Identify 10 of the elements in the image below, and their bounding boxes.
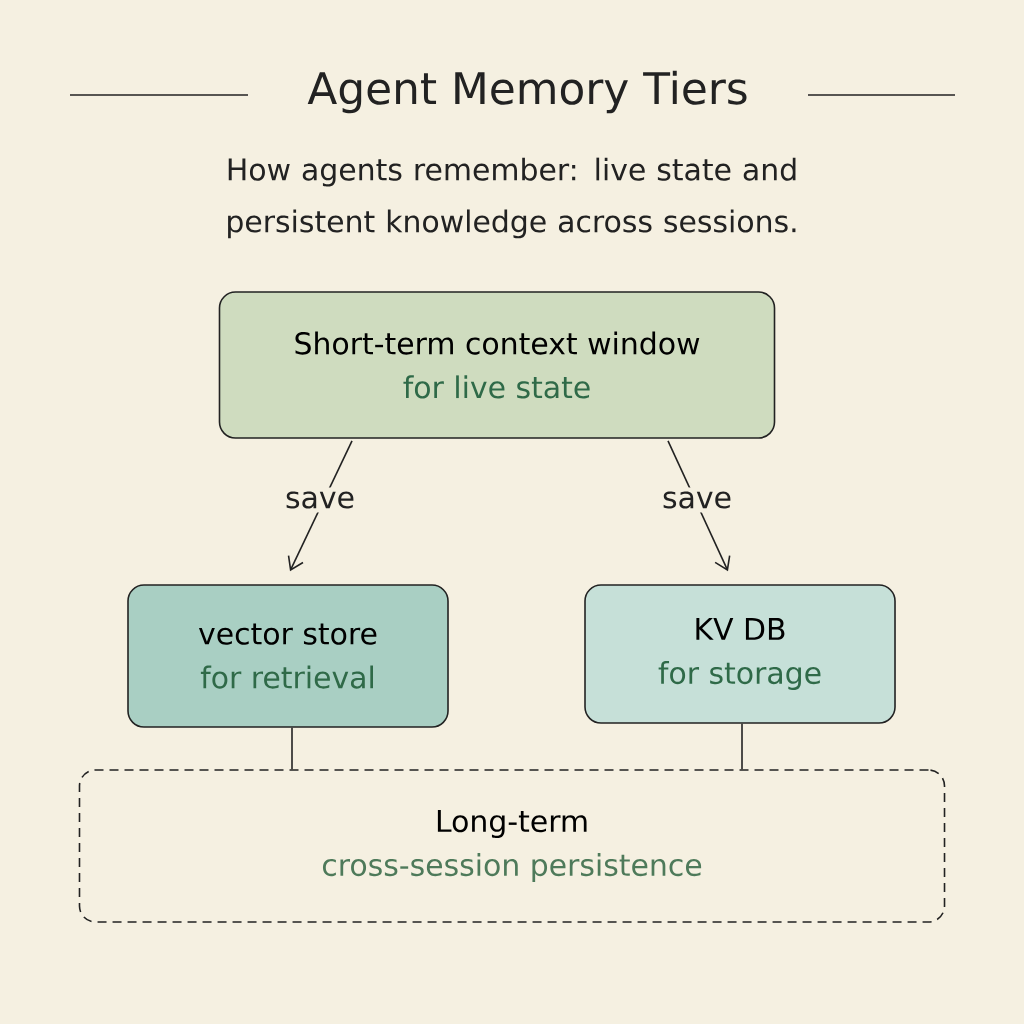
process-box: Short-term context window for live state: [218, 291, 776, 439]
subtitle: How agents remember: live state and persistent knowledge across sessions.: [228, 157, 796, 239]
process-box: KV DB for storage: [584, 584, 896, 724]
connector-line: [741, 723, 743, 770]
process-box: vector store for retrieval: [127, 584, 449, 728]
edge-label: save: [658, 487, 736, 513]
edge-label: save: [281, 487, 359, 513]
dashed-box: Long-term cross-session persistence: [78, 769, 946, 923]
connector-line: [291, 727, 293, 770]
title: Agent Memory Tiers: [307, 70, 747, 114]
